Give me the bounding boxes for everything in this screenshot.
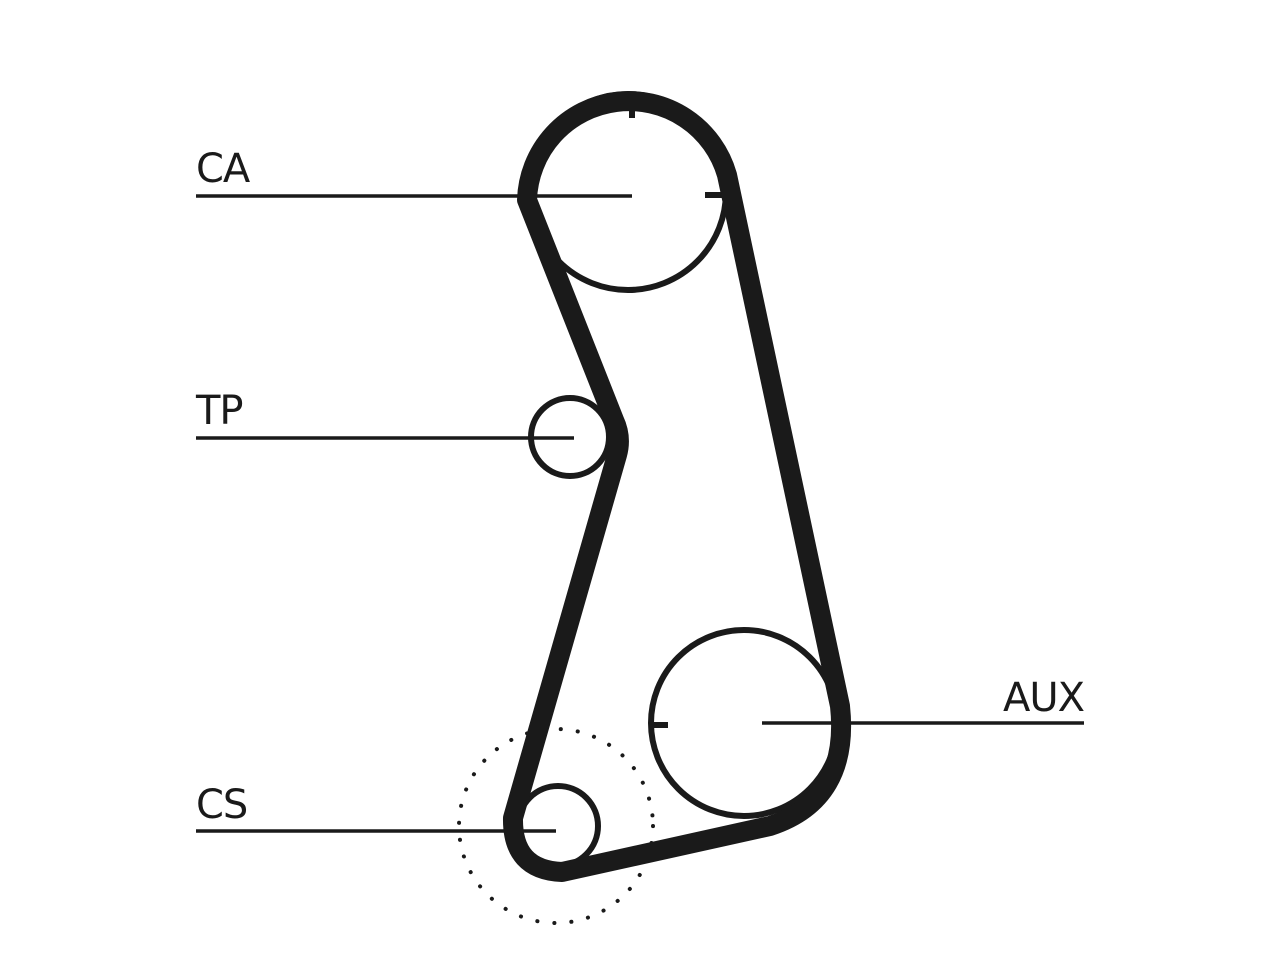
tensioner-label: TP — [195, 388, 243, 434]
crankshaft-label: CS — [196, 782, 247, 828]
timing-belt — [502, 91, 852, 882]
auxiliary-label: AUX — [1003, 675, 1085, 721]
camshaft-label: CA — [196, 146, 251, 192]
crankshaft-reference-circle — [457, 727, 655, 925]
